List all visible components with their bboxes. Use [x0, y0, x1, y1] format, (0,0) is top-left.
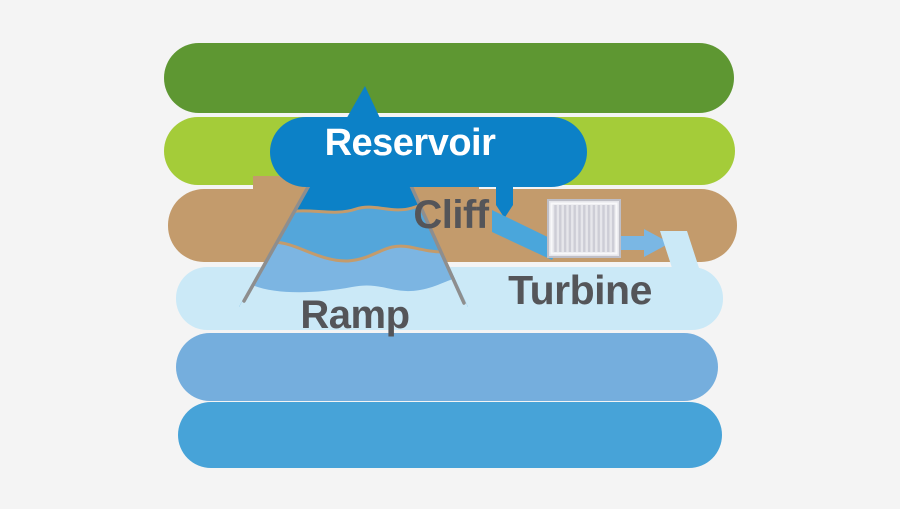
- strata-band-water-mid: [176, 333, 718, 401]
- reservoir: Reservoir: [270, 117, 587, 187]
- strata-band-water-deep: [178, 402, 722, 468]
- strata-band-grass-dark: [164, 43, 734, 113]
- waterfall-layer-light: [239, 242, 468, 307]
- reservoir-outlet-arrow: [496, 180, 513, 218]
- outflow-arrow: [616, 229, 670, 257]
- tailrace-channel: [660, 231, 700, 271]
- penstock-pipe: [492, 210, 562, 260]
- turbine-box: [547, 199, 621, 258]
- ramp-label: Ramp: [300, 293, 409, 337]
- reservoir-label: Reservoir: [325, 122, 497, 164]
- turbine-label: Turbine: [508, 267, 652, 313]
- reservoir-shape: [270, 117, 587, 187]
- turbine-fins: [554, 205, 615, 252]
- cliff-label: Cliff: [413, 193, 489, 237]
- wave-line-lower: [267, 240, 445, 263]
- waterfall-layer-pale: [239, 277, 468, 307]
- turbine-inner-frame: [550, 202, 618, 255]
